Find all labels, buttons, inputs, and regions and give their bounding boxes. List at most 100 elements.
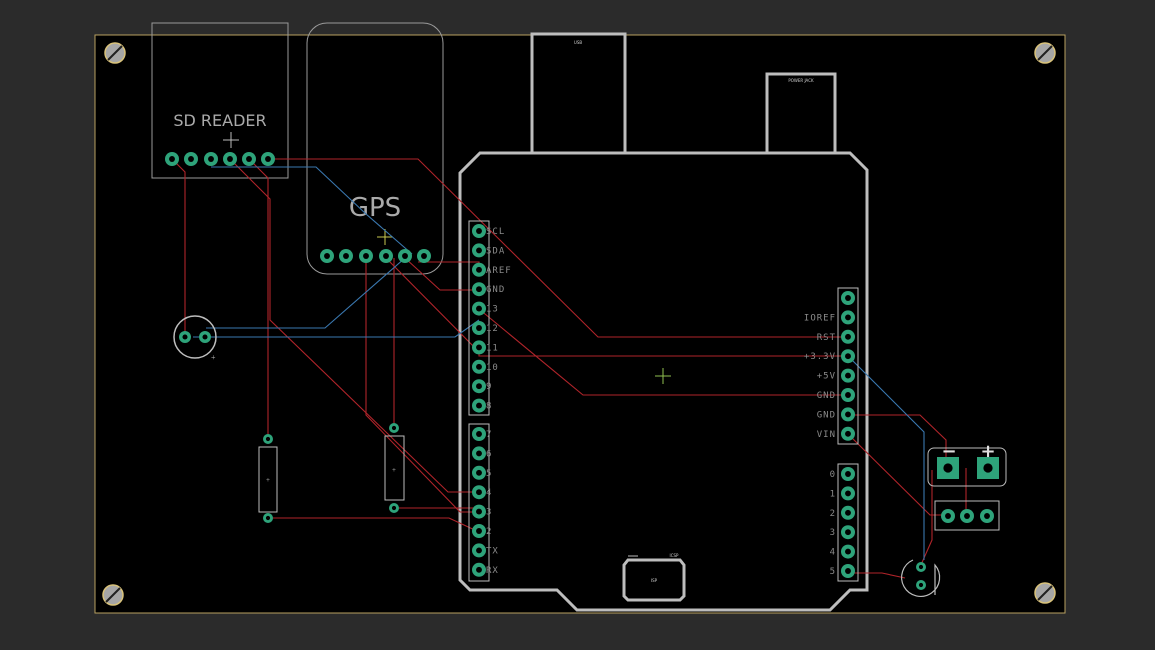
pin-label-scl: SCL bbox=[486, 227, 505, 237]
battery-connector-outline bbox=[927, 447, 1007, 487]
arduino-pin-d7-drill bbox=[476, 431, 482, 437]
arduino-power-pin-5v-drill bbox=[845, 372, 851, 379]
led-left-pad-2-drill bbox=[202, 334, 208, 340]
gps-pad-2-drill bbox=[343, 253, 349, 259]
sd-reader-pad-2-drill bbox=[188, 156, 194, 162]
pin-label-10: 10 bbox=[486, 363, 499, 373]
resistor-2-pad-1-drill bbox=[391, 425, 397, 431]
isp-ref: ICSP bbox=[670, 553, 680, 558]
header-right-analog-outline bbox=[837, 463, 859, 582]
isp-header bbox=[622, 558, 686, 602]
pin-label-rx: RX bbox=[486, 566, 499, 576]
pin-label-13: 13 bbox=[486, 305, 499, 315]
pin-label-3: 3 bbox=[486, 508, 492, 518]
arduino-pin-13-drill bbox=[476, 305, 482, 312]
sd-reader-outline bbox=[151, 22, 289, 179]
pin-labels-layer: SCLSDAAREFGND1312111098765432TXRXIOREFRS… bbox=[486, 227, 836, 577]
usb-connector bbox=[530, 32, 627, 155]
led-right-outline bbox=[901, 559, 941, 597]
arduino-pin-d3-drill bbox=[476, 508, 482, 515]
arduino-analog-pin-a1-drill bbox=[845, 490, 851, 497]
pin-label-5: 5 bbox=[486, 469, 492, 479]
pin-label-2: 2 bbox=[486, 527, 492, 537]
pin-label-aref: AREF bbox=[486, 266, 512, 276]
arduino-analog-pin-a3-drill bbox=[845, 529, 851, 536]
pin-label-a1: 1 bbox=[830, 489, 836, 499]
pin-label-4: 4 bbox=[486, 488, 492, 498]
pin-label-33v: +3.3V bbox=[804, 352, 836, 362]
header-left-top-outline bbox=[468, 220, 490, 416]
arduino-power-pin-ioref-drill bbox=[845, 314, 851, 321]
sd-reader-pad-5-drill bbox=[246, 156, 252, 162]
arduino-pin-11-drill bbox=[476, 344, 482, 351]
arduino-pin-12-drill bbox=[476, 325, 482, 331]
led-right-pad-2-drill bbox=[918, 582, 924, 588]
gps-outline bbox=[306, 22, 444, 275]
pin-label-9: 9 bbox=[486, 382, 492, 392]
switch-pad-2-drill bbox=[964, 513, 970, 519]
arduino-pin-d4-drill bbox=[476, 489, 482, 496]
sd-reader-pad-3-drill bbox=[208, 156, 214, 162]
gps-pad-4-drill bbox=[383, 253, 389, 259]
pin-label-gnd: GND bbox=[817, 410, 836, 420]
header-left-bottom-outline bbox=[468, 423, 490, 582]
arduino-pin-8-drill bbox=[476, 402, 482, 409]
resistor-2-pad-2-drill bbox=[391, 505, 397, 511]
mounting-hole-top-right bbox=[1034, 42, 1056, 64]
pin-label-rst: RST bbox=[817, 333, 836, 343]
arduino-pin-d5-drill bbox=[476, 469, 482, 476]
pin-label-8: 8 bbox=[486, 402, 492, 412]
pin-label-ioref: IOREF bbox=[804, 313, 836, 323]
arduino-power-pin-33v-drill bbox=[845, 353, 851, 360]
gps-pad-1-drill bbox=[324, 253, 330, 259]
arduino-analog-pin-a0-drill bbox=[845, 471, 851, 477]
battery-plus-label: + bbox=[980, 441, 995, 462]
battery-terminal-plus-drill bbox=[983, 463, 993, 473]
arduino-pin-d2-drill bbox=[476, 528, 482, 534]
arduino-power-pin-vin-drill bbox=[845, 430, 851, 437]
pin-label-6: 6 bbox=[486, 449, 492, 459]
led-left-mark: + bbox=[211, 353, 216, 362]
pin-label-a4: 4 bbox=[830, 548, 836, 558]
battery-terminal-minus-drill bbox=[943, 463, 953, 473]
pin-label-sda: SDA bbox=[486, 246, 505, 256]
gps-pad-3-drill bbox=[363, 253, 369, 259]
mounting-hole-bottom-right bbox=[1034, 582, 1056, 604]
pin-label-gnd: GND bbox=[486, 285, 505, 295]
pin-label-tx: TX bbox=[486, 546, 499, 556]
pin-label-a5: 5 bbox=[830, 567, 836, 577]
switch-outline bbox=[934, 500, 1000, 531]
switch-pad-3-drill bbox=[984, 513, 990, 519]
isp-label: ISP bbox=[651, 578, 658, 583]
power-jack bbox=[765, 72, 837, 155]
sd-reader-label: SD READER bbox=[173, 111, 266, 130]
power-jack-label: POWER JACK bbox=[788, 78, 814, 83]
pin-label-12: 12 bbox=[486, 324, 499, 334]
led-left-pad-1-drill bbox=[182, 334, 188, 340]
header-right-power-outline bbox=[837, 287, 859, 445]
arduino-analog-pin-a2-drill bbox=[845, 509, 851, 516]
gps-pad-5-drill bbox=[402, 253, 408, 259]
pads-layer bbox=[165, 152, 999, 590]
arduino-pin-aref-drill bbox=[476, 266, 482, 273]
arduino-pin-scl-drill bbox=[476, 228, 482, 234]
pin-label-a0: 0 bbox=[830, 470, 836, 480]
resistor-1-mark: + bbox=[266, 476, 270, 484]
arduino-pin-sda-drill bbox=[476, 247, 482, 254]
sd-reader-pad-1-drill bbox=[169, 156, 175, 162]
arduino-analog-pin-a5-drill bbox=[845, 568, 851, 574]
arduino-origin-cross bbox=[655, 368, 671, 384]
arduino-pin-drx-drill bbox=[476, 566, 482, 573]
gps-pad-6-drill bbox=[421, 253, 427, 259]
resistor-1-pad-1-drill bbox=[265, 436, 271, 442]
sd-reader-pad-6-drill bbox=[265, 156, 271, 162]
led-right-pad-1-drill bbox=[918, 564, 924, 570]
usb-label: USB bbox=[574, 40, 582, 45]
sd-reader-pad-4-drill bbox=[227, 156, 233, 162]
pcb-board bbox=[94, 34, 1066, 614]
arduino-pin-gnd-drill bbox=[476, 286, 482, 293]
arduino-power-pin-gnd-drill bbox=[845, 411, 851, 418]
arduino-power-pin-nc-drill bbox=[845, 295, 851, 301]
pin-label-vin: VIN bbox=[817, 430, 836, 440]
